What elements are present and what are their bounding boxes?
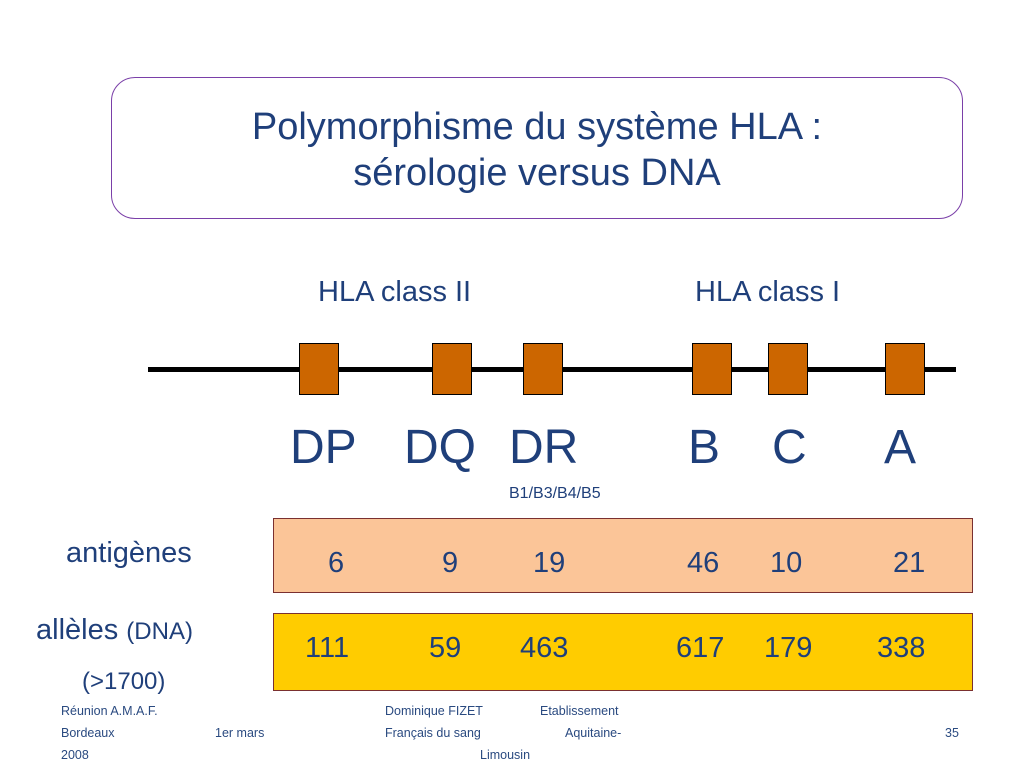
title-line-1: Polymorphisme du système HLA : (251, 106, 823, 148)
footer-event-date: 1er mars (215, 726, 265, 740)
alleles-label: allèles (DNA) (36, 614, 193, 647)
allele-dq: 59 (429, 632, 462, 664)
antigen-dp: 6 (328, 547, 345, 579)
footer-author: Dominique FIZET (385, 704, 483, 718)
footer-event-line1: Réunion A.M.A.F. (61, 704, 158, 718)
gene-box-dp (299, 343, 339, 395)
page-number: 35 (945, 726, 959, 740)
title-box (111, 77, 963, 219)
gene-box-c (768, 343, 808, 395)
antigen-dq: 9 (442, 547, 459, 579)
locus-b: B (688, 421, 721, 474)
locus-dq: DQ (404, 421, 476, 474)
footer-event-line2: Bordeaux (61, 726, 115, 740)
footer-event-year: 2008 (61, 748, 89, 762)
footer-org-line4: Limousin (480, 748, 531, 762)
hla-class-2-label: HLA class II (318, 276, 472, 308)
gene-box-dq (432, 343, 472, 395)
allele-a: 338 (877, 632, 926, 664)
gene-box-a (885, 343, 925, 395)
locus-c: C (772, 421, 807, 474)
dr-subloci: B1/B3/B4/B5 (509, 485, 601, 502)
antigen-b: 46 (687, 547, 720, 579)
locus-dr: DR (509, 421, 579, 474)
antigens-label: antigènes (66, 537, 192, 569)
alleles-label-dna: (DNA) (126, 618, 193, 645)
allele-c: 179 (764, 632, 813, 664)
alleles-total: (>1700) (82, 668, 166, 695)
hla-class-1-label: HLA class I (695, 276, 841, 308)
alleles-row (273, 613, 973, 691)
allele-dr: 463 (520, 632, 569, 664)
gene-box-dr (523, 343, 563, 395)
slide-title: Polymorphisme du système HLA : sérologie… (111, 104, 963, 196)
allele-dp: 111 (305, 632, 350, 664)
footer-org-line3: Aquitaine- (565, 726, 622, 740)
footer-org-line1: Etablissement (540, 704, 619, 718)
antigen-c: 10 (770, 547, 803, 579)
locus-dp: DP (290, 421, 357, 474)
alleles-label-main: allèles (36, 614, 119, 646)
locus-a: A (884, 421, 917, 474)
gene-box-b (692, 343, 732, 395)
title-line-2: sérologie versus DNA (353, 152, 721, 194)
antigen-dr: 19 (533, 547, 566, 579)
allele-b: 617 (676, 632, 725, 664)
footer-org-line2: Français du sang (385, 726, 481, 740)
antigens-row (273, 518, 973, 593)
antigen-a: 21 (893, 547, 926, 579)
